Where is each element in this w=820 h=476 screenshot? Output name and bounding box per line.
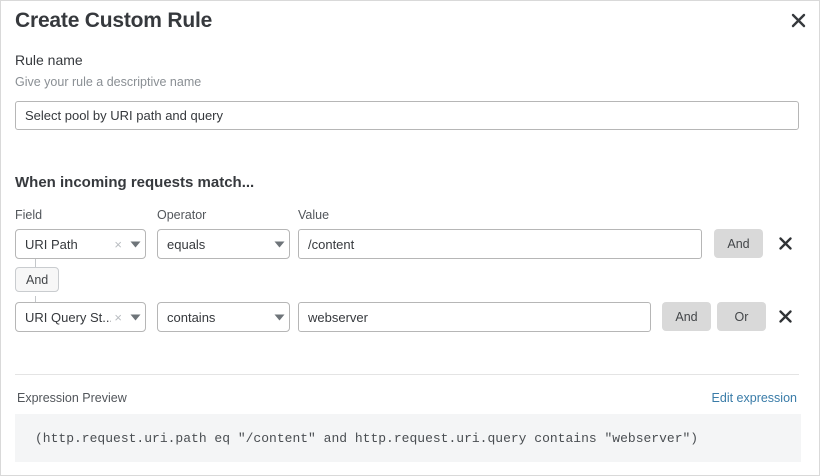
condition-row: URI Path × equals And [1,229,819,259]
delete-icon [778,310,792,323]
field-select-2[interactable]: URI Query St... × [15,302,146,332]
rule-name-hint: Give your rule a descriptive name [15,75,202,89]
operator-select-2-value: contains [167,309,216,325]
operator-select-1-value: equals [167,236,206,252]
column-header-value: Value [298,208,330,222]
clear-icon[interactable]: × [114,236,122,252]
page-title: Create Custom Rule [15,9,213,32]
and-button-2[interactable]: And [662,302,711,331]
operator-select-1[interactable]: equals [157,229,290,259]
delete-condition-button-2[interactable] [771,302,799,331]
condition-row: URI Query St... × contains And Or [1,302,819,332]
logic-connector: And [15,259,135,305]
connector-line-bottom [35,296,36,304]
field-select-1-value: URI Path [25,236,78,252]
value-input-1[interactable] [298,229,702,259]
close-glyph [791,13,805,27]
connector-line-top [35,259,36,267]
close-icon[interactable] [786,8,810,32]
connector-and-badge[interactable]: And [15,267,60,292]
match-section-heading: When incoming requests match... [15,174,255,191]
field-select-2-value: URI Query St... [25,309,112,325]
chevron-down-icon[interactable] [269,314,289,321]
chevron-down-icon[interactable] [125,314,145,321]
column-header-field: Field [15,208,43,222]
chevron-down-icon[interactable] [269,241,289,248]
clear-icon[interactable]: × [114,309,122,325]
rule-name-label: Rule name [15,52,83,68]
delete-condition-button-1[interactable] [771,229,799,258]
rule-name-input[interactable] [15,101,799,130]
operator-select-2[interactable]: contains [157,302,290,332]
edit-expression-link[interactable]: Edit expression [711,391,797,405]
section-divider [15,374,799,375]
and-button-1[interactable]: And [714,229,763,258]
expression-preview-code: (http.request.uri.path eq "/content" and… [15,414,801,462]
column-header-operator: Operator [157,208,207,222]
value-input-2[interactable] [298,302,651,332]
field-select-1[interactable]: URI Path × [15,229,146,259]
expression-preview-label: Expression Preview [17,391,127,405]
or-button-2[interactable]: Or [717,302,766,331]
chevron-down-icon[interactable] [125,241,145,248]
delete-icon [778,237,792,250]
